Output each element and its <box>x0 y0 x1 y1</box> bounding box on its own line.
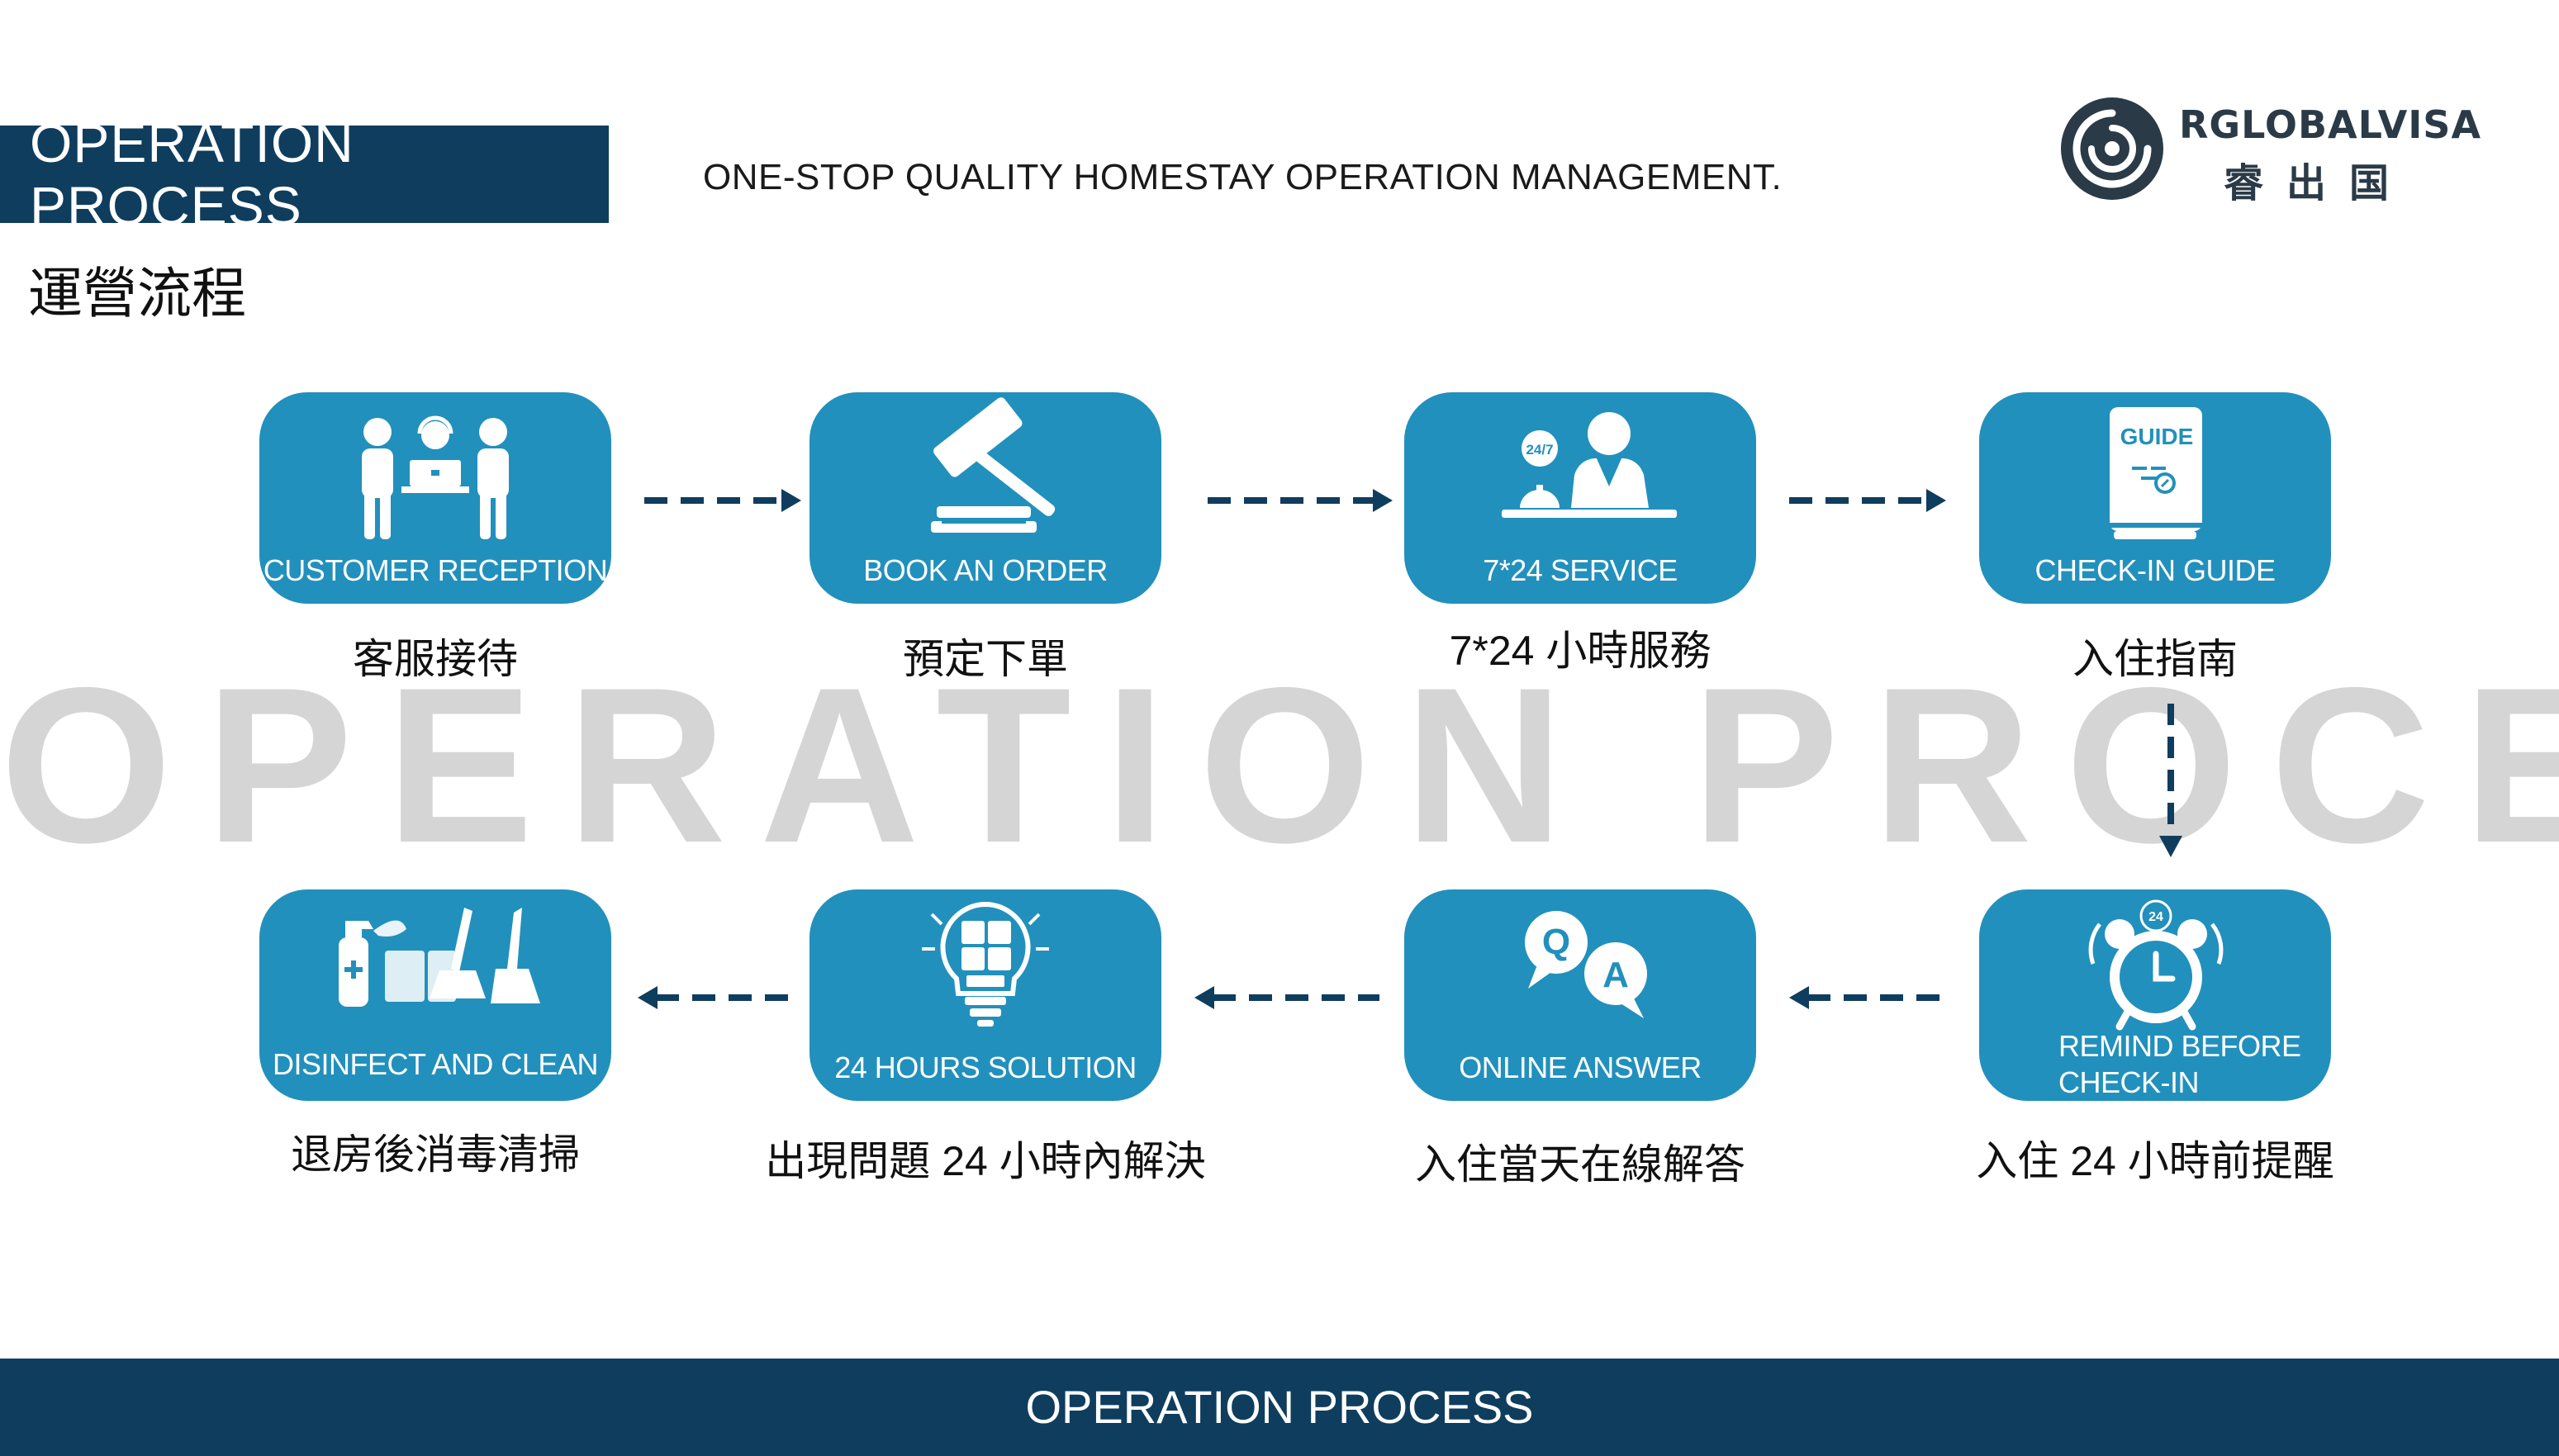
footer-text: OPERATION PROCESS <box>1025 1381 1534 1433</box>
a-letter: A <box>1602 955 1629 995</box>
logo-name-cn: 睿出国 <box>2224 160 2413 206</box>
brand-logo: RGLOBALVISA 睿出国 <box>2058 92 2488 206</box>
step-label: DISINFECT AND CLEAN <box>273 1047 598 1081</box>
step-customer-reception: CUSTOMER RECEPTION <box>259 392 611 604</box>
badge-text: 24 <box>2148 910 2163 924</box>
step-label: ONLINE ANSWER <box>1459 1051 1702 1084</box>
arrow-left-icon <box>1194 986 1379 1009</box>
guide-book-icon: GUIDE <box>2110 407 2202 539</box>
step-label: REMIND BEFORE <box>2058 1029 2301 1063</box>
arrow-left-icon <box>1789 986 1946 1009</box>
customer-service-icon <box>362 415 509 539</box>
step-label: BOOK AN ORDER <box>863 553 1108 587</box>
step-label-cn: 退房後消毒清掃 <box>291 1131 580 1178</box>
step-check-in-guide: GUIDE CHECK-IN GUIDE <box>1979 392 2331 604</box>
page-title-cn: 運營流程 <box>28 263 246 324</box>
cleaning-icon <box>339 908 540 1007</box>
arrow-left-icon <box>638 986 795 1009</box>
badge-text: GUIDE <box>2120 424 2194 449</box>
concierge-icon: 24/7 <box>1502 412 1677 518</box>
badge-text: 24/7 <box>1526 442 1553 458</box>
step-label: 7*24 SERVICE <box>1483 553 1678 587</box>
arrow-right-icon <box>644 489 801 512</box>
logo-mark-icon <box>2061 97 2163 200</box>
step-disinfect-and-clean: DISINFECT AND CLEAN <box>259 889 611 1101</box>
footer-bar: OPERATION PROCESS <box>0 1359 2559 1456</box>
watermark-text: OPERATION PROCESS <box>0 641 2559 889</box>
page-title-bar: OPERATION PROCESS <box>0 112 609 236</box>
step-label-cn: 入住指南 <box>2072 636 2238 682</box>
step-24-hours-solution: 24 HOURS SOLUTION <box>809 889 1161 1101</box>
arrow-right-icon <box>1208 489 1393 512</box>
step-label-cn: 7*24 小時服務 <box>1449 628 1712 674</box>
page-subtitle: ONE-STOP QUALITY HOMESTAY OPERATION MANA… <box>703 157 1783 197</box>
step-label-cn: 客服接待 <box>353 636 518 682</box>
step-label-cn: 入住當天在線解答 <box>1415 1141 1745 1188</box>
step-label: CUSTOMER RECEPTION <box>263 553 608 587</box>
step-online-answer: Q A ONLINE ANSWER <box>1404 889 1756 1101</box>
qa-bubbles-icon: Q A <box>1525 911 1647 1018</box>
step-remind-before-check-in: 24 REMIND BEFORE CHECK-IN <box>1979 889 2331 1101</box>
step-label-cn: 入住 24 小時前提醒 <box>1976 1138 2334 1184</box>
lightbulb-puzzle-icon <box>922 901 1049 1027</box>
step-label: CHECK-IN GUIDE <box>2034 553 2276 587</box>
step-label-cn: 預定下單 <box>903 636 1068 682</box>
step-label-cn: 出現問題 24 小時內解決 <box>765 1138 1206 1184</box>
q-letter: Q <box>1542 922 1570 962</box>
arrow-right-icon <box>1789 489 1946 512</box>
alarm-clock-icon: 24 <box>2088 899 2224 1031</box>
step-label-line2: CHECK-IN <box>2058 1065 2200 1099</box>
logo-name: RGLOBALVISA <box>2179 102 2482 147</box>
arrow-down-icon <box>2159 704 2182 857</box>
gavel-icon <box>931 397 1056 533</box>
step-book-an-order: BOOK AN ORDER <box>809 392 1161 604</box>
step-7x24-service: 24/7 7*24 SERVICE <box>1404 392 1756 604</box>
step-label: 24 HOURS SOLUTION <box>834 1051 1137 1084</box>
page-title: OPERATION PROCESS <box>30 112 354 236</box>
